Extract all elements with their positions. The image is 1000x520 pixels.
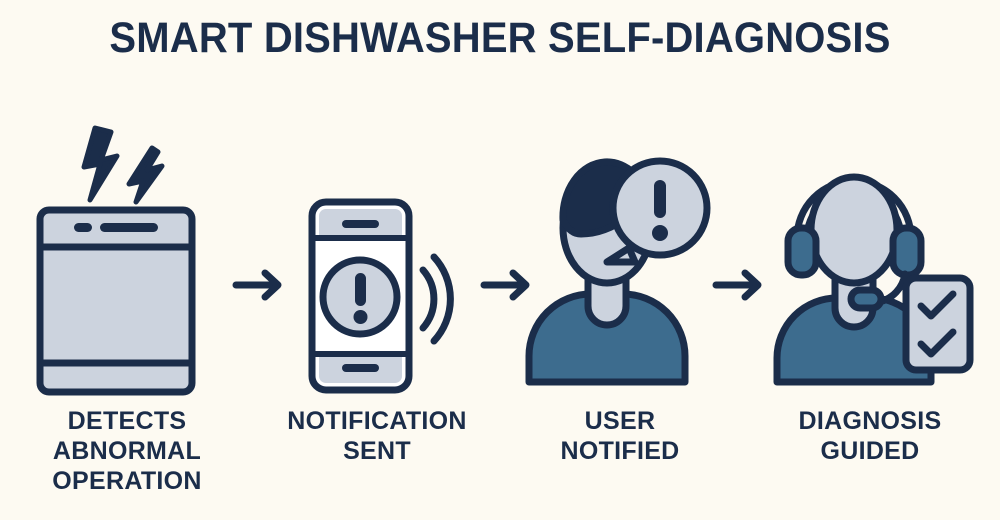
checklist-card-icon xyxy=(902,274,974,374)
step-user-notified: USER NOTIFIED xyxy=(505,110,735,505)
signal-waves-icon xyxy=(419,253,454,345)
agent-head xyxy=(807,173,901,287)
dishwasher-body xyxy=(36,206,196,396)
check-icon-1 xyxy=(917,290,957,320)
smartphone-notification-icon xyxy=(262,110,492,400)
headset-mic-icon xyxy=(847,270,909,312)
headset-earcups-icon xyxy=(784,224,925,279)
dishwasher-button-small xyxy=(74,223,92,232)
step-notification-sent: NOTIFICATION SENT xyxy=(262,110,492,505)
page-title: SMART DISHWASHER SELF-DIAGNOSIS xyxy=(109,14,891,62)
step-label: DIAGNOSIS GUIDED xyxy=(798,407,942,465)
speech-bubble-alert-icon xyxy=(603,157,711,266)
arrow-right-icon xyxy=(712,268,772,302)
step-detects-abnormal-operation: DETECTS ABNORMAL OPERATION xyxy=(12,110,242,505)
dishwasher-display-bar xyxy=(100,223,158,232)
lightning-bolt-left-icon xyxy=(81,125,120,203)
support-agent-checklist-icon xyxy=(755,110,985,400)
dishwasher-alert-icon xyxy=(12,110,242,400)
step-label: USER NOTIFIED xyxy=(560,407,680,465)
arrow-right-icon xyxy=(232,268,292,302)
step-diagnosis-guided: DIAGNOSIS GUIDED xyxy=(755,110,985,505)
lightning-bolt-right-icon xyxy=(126,145,165,205)
step-label: DETECTS ABNORMAL OPERATION xyxy=(52,407,202,495)
step-label: NOTIFICATION SENT xyxy=(287,407,467,465)
check-icon-2 xyxy=(917,328,957,358)
user-alert-bubble-icon xyxy=(505,110,735,400)
phone-home-bar xyxy=(342,364,379,372)
alert-circle-icon xyxy=(319,256,401,338)
phone-speaker-bar xyxy=(342,220,379,228)
arrow-right-icon xyxy=(480,268,540,302)
